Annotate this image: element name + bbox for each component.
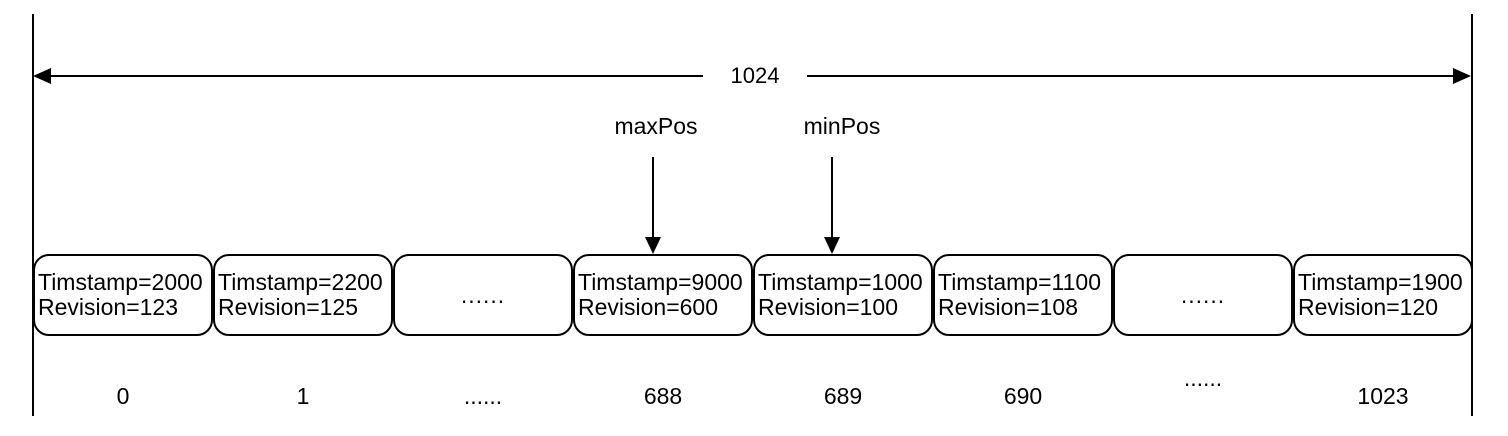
- capacity-arrowhead-left-icon: [33, 68, 51, 84]
- index-label-ellipsis-left: ......: [463, 383, 503, 409]
- maxpos-arrowhead-icon: [645, 237, 661, 254]
- minpos-label: minPos: [803, 113, 881, 139]
- maxpos-arrow-line: [652, 157, 654, 238]
- cell-timestamp: Timstamp=9000: [578, 269, 743, 295]
- capacity-label: 1024: [703, 64, 807, 88]
- index-label-ellipsis-right: ......: [1183, 365, 1223, 391]
- index-label-688: 688: [643, 383, 683, 409]
- cell-timestamp: Timstamp=2200: [218, 269, 383, 295]
- maxpos-label: maxPos: [614, 113, 698, 139]
- buffer-cell-1023: Timstamp=1900 Revision=120: [1293, 254, 1473, 336]
- capacity-arrowhead-right-icon: [1453, 68, 1471, 84]
- right-boundary-line: [1471, 14, 1473, 416]
- cell-ellipsis-text: ......: [1180, 281, 1226, 308]
- cell-ellipsis-text: ......: [460, 281, 506, 308]
- buffer-cell-1: Timstamp=2200 Revision=125: [213, 254, 393, 336]
- cell-revision: Revision=125: [218, 294, 359, 320]
- cell-timestamp: Timstamp=2000: [38, 269, 203, 295]
- index-label-1: 1: [296, 383, 310, 409]
- minpos-arrowhead-icon: [824, 237, 840, 254]
- cell-timestamp: Timstamp=1000: [758, 269, 923, 295]
- buffer-cell-689: Timstamp=1000 Revision=100: [753, 254, 933, 336]
- buffer-cells-row: Timstamp=2000 Revision=123 Timstamp=2200…: [33, 254, 1473, 336]
- buffer-cell-ellipsis-left: ......: [393, 254, 573, 336]
- left-boundary-line: [32, 14, 34, 416]
- cell-revision: Revision=120: [1298, 294, 1439, 320]
- index-label-689: 689: [823, 383, 863, 409]
- cell-revision: Revision=600: [578, 294, 719, 320]
- buffer-cell-0: Timstamp=2000 Revision=123: [33, 254, 213, 336]
- cell-revision: Revision=100: [758, 294, 899, 320]
- buffer-cell-690: Timstamp=1100 Revision=108: [933, 254, 1113, 336]
- cell-revision: Revision=123: [38, 294, 179, 320]
- cell-timestamp: Timstamp=1900: [1298, 269, 1463, 295]
- buffer-cell-ellipsis-right: ......: [1113, 254, 1293, 336]
- index-row: 0 1 ...... 688 689 690 ...... 1023: [33, 365, 1473, 409]
- index-label-0: 0: [116, 383, 130, 409]
- index-label-690: 690: [1003, 383, 1043, 409]
- cell-timestamp: Timstamp=1100: [938, 269, 1101, 295]
- cell-revision: Revision=108: [938, 294, 1079, 320]
- buffer-cell-688: Timstamp=9000 Revision=600: [573, 254, 753, 336]
- index-label-1023: 1023: [1357, 383, 1409, 409]
- minpos-arrow-line: [831, 157, 833, 238]
